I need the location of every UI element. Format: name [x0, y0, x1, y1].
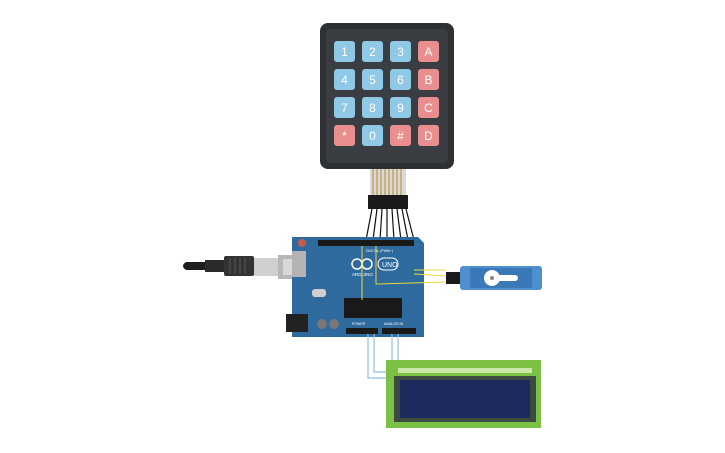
keypad-key-3[interactable]: 3 [390, 41, 411, 62]
keypad-key-0[interactable]: 0 [362, 125, 383, 146]
digital-header [318, 240, 414, 246]
keypad-key-d[interactable]: D [418, 125, 439, 146]
keypad-key-7[interactable]: 7 [334, 97, 355, 118]
servo-wires [361, 246, 447, 300]
keypad-key-b[interactable]: B [418, 69, 439, 90]
keypad-key-a[interactable]: A [418, 41, 439, 62]
keypad-key-c[interactable]: C [418, 97, 439, 118]
power-label: POWER [352, 322, 366, 326]
keypad-ribbon-cable [365, 169, 415, 241]
power-header [346, 328, 378, 334]
servo-motor [446, 266, 542, 290]
analog-label: ANALOG IN [384, 322, 404, 326]
keypad-key-5[interactable]: 5 [362, 69, 383, 90]
lcd-screen [400, 380, 530, 418]
keypad-key-star[interactable]: * [334, 125, 355, 146]
digital-label: DIGITAL (PWM~) [366, 249, 393, 253]
arduino-uno-board: ARDUINO UNO DIGITAL (PWM~) POWER ANALOG … [286, 237, 424, 337]
keypad-key-2[interactable]: 2 [362, 41, 383, 62]
reset-button[interactable] [298, 239, 306, 247]
board-model: UNO [382, 262, 398, 269]
keypad-key-6[interactable]: 6 [390, 69, 411, 90]
board-brand: ARDUINO [352, 272, 373, 277]
usb-cable [183, 255, 308, 279]
analog-header [382, 328, 416, 334]
lcd-16x2 [386, 360, 541, 428]
keypad-key-4[interactable]: 4 [334, 69, 355, 90]
keypad-key-8[interactable]: 8 [362, 97, 383, 118]
atmega-chip [344, 298, 402, 318]
keypad-key-1[interactable]: 1 [334, 41, 355, 62]
keypad-key-hash[interactable]: # [390, 125, 411, 146]
keypad-key-9[interactable]: 9 [390, 97, 411, 118]
